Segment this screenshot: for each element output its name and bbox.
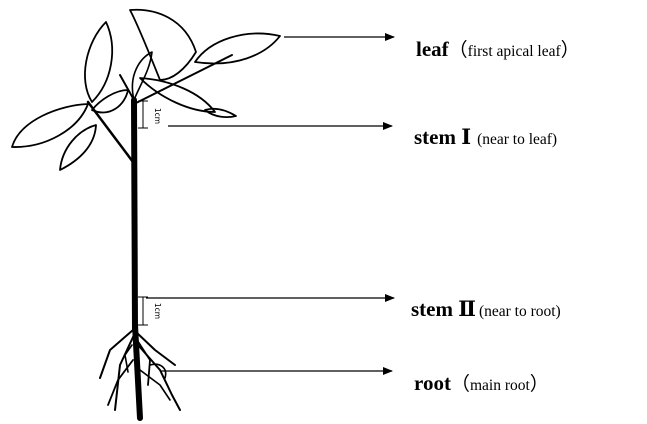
- scale-label-lower: 1cm: [153, 303, 162, 319]
- leaf-tip-curl: [205, 109, 236, 117]
- leaf-apical: [195, 34, 280, 64]
- main-stem: [134, 100, 135, 330]
- pointer-arrows: [146, 37, 394, 371]
- taproot: [135, 325, 140, 418]
- label-leaf-detail: first apical leaf: [468, 43, 562, 60]
- label-root-term: root: [414, 371, 451, 395]
- plant-illustration: [12, 10, 280, 418]
- label-root-detail: main root: [470, 377, 531, 394]
- label-leaf: leaf（first apical leaf）: [416, 37, 580, 61]
- root-branch-4: [138, 345, 180, 410]
- label-stem2-term: stem Ⅱ: [411, 297, 476, 321]
- scale-mark-lower: 1cm: [138, 297, 162, 325]
- label-leaf-close: ）: [561, 39, 580, 61]
- leaf-top: [130, 10, 196, 80]
- leaf-upper-left: [85, 22, 112, 102]
- label-leaf-term: leaf: [416, 37, 450, 61]
- label-root-close: ）: [530, 373, 549, 395]
- label-stem2-detail: (near to root): [479, 303, 561, 320]
- label-root: root（main root）: [414, 371, 549, 395]
- label-stem1-detail: (near to leaf): [477, 131, 557, 148]
- label-root-open: （: [451, 373, 470, 395]
- leaf-mid-small: [132, 52, 152, 100]
- leaf-inner-small: [92, 90, 128, 112]
- leaf-left-large: [12, 104, 88, 147]
- scale-mark-upper: 1cm: [138, 101, 162, 128]
- scale-label-upper: 1cm: [153, 108, 162, 124]
- label-stem1: stem Ⅰ (near to leaf): [414, 125, 557, 149]
- label-stem1-term: stem Ⅰ: [414, 125, 471, 149]
- label-stem2: stem Ⅱ(near to root): [411, 297, 561, 321]
- label-leaf-open: （: [449, 39, 468, 61]
